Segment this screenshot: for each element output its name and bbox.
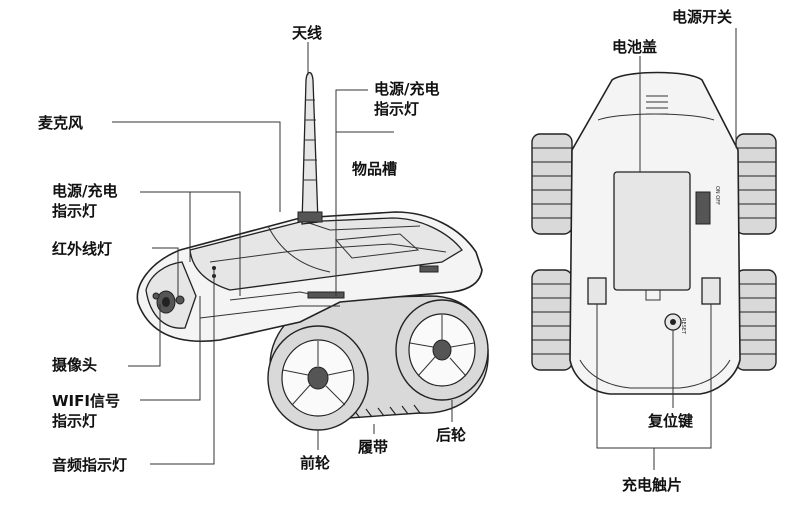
leader-lines-right xyxy=(596,28,737,470)
label-power-charge-left-1: 电源/充电 xyxy=(52,182,117,200)
label-front-wheel: 前轮 xyxy=(300,454,330,472)
charge-contact-right xyxy=(701,277,721,305)
power-indicator-slot xyxy=(307,291,345,299)
label-camera: 摄像头 xyxy=(52,356,97,374)
robot-side-view xyxy=(112,42,489,465)
labels-right: 电源开关 电池盖 复位键 充电触片 xyxy=(612,8,732,494)
charge-contact-left xyxy=(587,277,607,305)
label-wifi-1: WIFI信号 xyxy=(52,392,120,410)
label-power-charge-top-2: 指示灯 xyxy=(374,100,419,118)
battery-cover xyxy=(613,171,691,291)
label-ir-light: 红外线灯 xyxy=(52,240,112,258)
label-antenna: 天线 xyxy=(292,24,322,42)
label-power-switch: 电源开关 xyxy=(672,8,732,26)
power-switch-plate: ON OFF xyxy=(714,186,720,205)
power-switch xyxy=(695,191,711,225)
label-power-charge-left-2: 指示灯 xyxy=(52,202,97,220)
label-audio-indicator: 音频指示灯 xyxy=(52,456,127,474)
front-wheel xyxy=(267,325,369,431)
label-power-charge-top-1: 电源/充电 xyxy=(374,80,439,98)
label-storage-slot: 物品槽 xyxy=(352,160,397,178)
label-reset-key: 复位键 xyxy=(647,412,693,430)
labels-left: 天线 电源/充电 指示灯 麦克风 物品槽 电源/充电 指示灯 红外线灯 摄像头 … xyxy=(38,24,466,474)
antenna xyxy=(301,71,319,225)
rear-wheel xyxy=(395,299,489,401)
leader-lines-left xyxy=(112,42,453,465)
label-wifi-2: 指示灯 xyxy=(52,412,97,430)
robot-bottom-view: ON OFF RESET xyxy=(531,28,777,470)
label-charge-contacts: 充电触片 xyxy=(622,476,682,494)
label-rear-wheel: 后轮 xyxy=(436,426,466,444)
label-track: 履带 xyxy=(357,438,388,456)
label-battery-cover: 电池盖 xyxy=(612,38,657,56)
reset-plate: RESET xyxy=(680,318,686,335)
label-microphone: 麦克风 xyxy=(38,114,83,132)
